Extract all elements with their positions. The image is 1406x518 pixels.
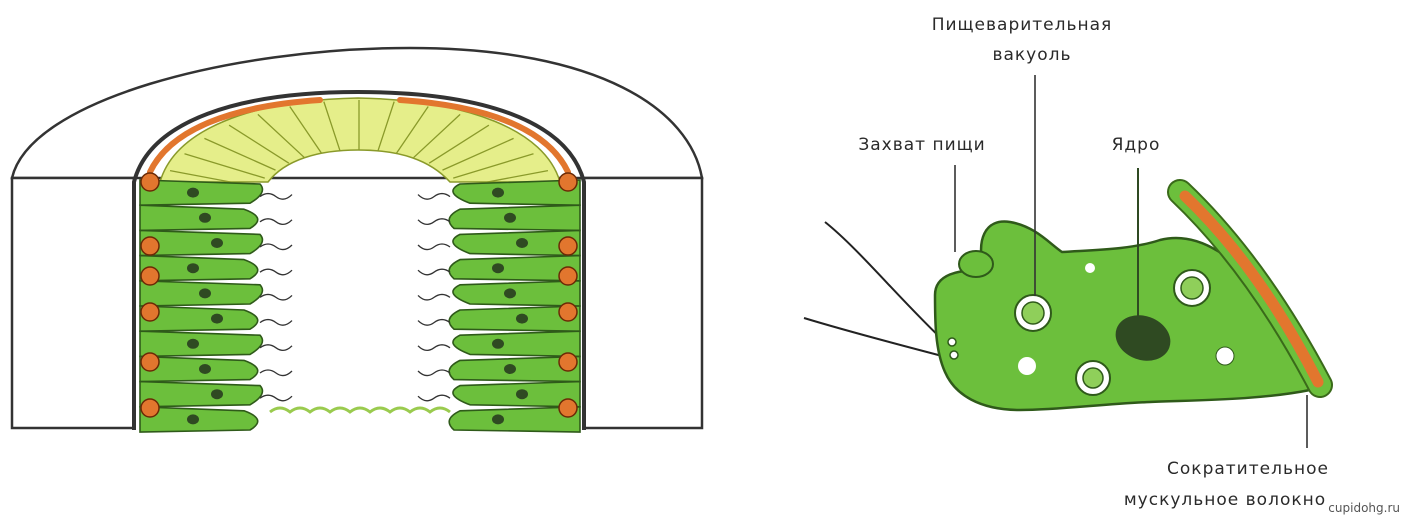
muscle-fiber-cross-section xyxy=(141,303,159,321)
label-vacuole-line1: Пищеварительная xyxy=(932,15,1113,35)
muscle-fiber-cross-section xyxy=(141,237,159,255)
flagellum xyxy=(260,219,292,225)
body-wall-section xyxy=(12,48,702,432)
white-vesicle xyxy=(1085,263,1095,273)
muscle-fiber-cross-section xyxy=(559,173,577,191)
cell-nucleus xyxy=(187,263,199,273)
cell-nucleus xyxy=(516,389,528,399)
captured-food-bud xyxy=(959,251,993,277)
cell-nucleus xyxy=(211,238,223,248)
digestive-vacuole xyxy=(1174,270,1210,306)
epithelial-cell xyxy=(453,281,580,306)
digestive-vacuole xyxy=(1076,361,1110,395)
muscle-fiber-cross-section xyxy=(141,353,159,371)
flagellum xyxy=(418,269,450,275)
flagellum xyxy=(260,294,292,300)
cell-body xyxy=(935,222,1310,410)
flagellum xyxy=(260,244,292,250)
flagellum xyxy=(260,194,292,200)
left-side-block xyxy=(12,178,134,428)
cell-nucleus xyxy=(492,263,504,273)
flagellum xyxy=(260,320,292,326)
cell-nucleus xyxy=(492,339,504,349)
flagellum xyxy=(260,370,292,376)
flagellum-lower xyxy=(804,318,946,357)
cell-nucleus xyxy=(504,213,516,223)
cell-nucleus xyxy=(516,238,528,248)
epithelial-cell xyxy=(140,331,262,356)
muscle-fiber-cross-section xyxy=(141,267,159,285)
digestive-vacuole xyxy=(1015,295,1051,331)
cell-nucleus xyxy=(504,364,516,374)
flagellum xyxy=(418,244,450,250)
epithelial-muscle-cell xyxy=(804,75,1320,448)
right-cell-column xyxy=(418,173,580,432)
cell-nucleus xyxy=(187,339,199,349)
flagellum xyxy=(260,395,292,401)
cell-nucleus xyxy=(211,314,223,324)
cell-nucleus xyxy=(199,364,211,374)
cell-nucleus xyxy=(199,288,211,298)
cell-nucleus xyxy=(187,188,199,198)
flagellum xyxy=(418,294,450,300)
left-cell-column xyxy=(140,173,292,432)
label-contractile-line2: мускульное волокно xyxy=(1124,490,1326,510)
cell-nucleus xyxy=(187,414,199,424)
cell-nucleus xyxy=(516,314,528,324)
flagellum xyxy=(418,320,450,326)
flagellum-upper xyxy=(825,222,948,345)
flagellum xyxy=(418,370,450,376)
cell-nucleus xyxy=(492,414,504,424)
label-contractile-line1: Сократительное xyxy=(1167,459,1329,479)
bubble xyxy=(948,338,956,346)
flagellum xyxy=(418,194,450,200)
label-nucleus: Ядро xyxy=(1112,135,1161,155)
bubble xyxy=(950,351,958,359)
muscle-fiber-cross-section xyxy=(141,173,159,191)
flagellum xyxy=(418,345,450,351)
muscle-fiber-cross-section xyxy=(559,399,577,417)
white-vesicle xyxy=(1216,347,1234,365)
right-side-block xyxy=(584,178,702,428)
flagellum xyxy=(418,219,450,225)
cell-nucleus xyxy=(199,213,211,223)
flagellum xyxy=(260,269,292,275)
epithelial-cell xyxy=(140,205,258,230)
bottom-wavy-membrane xyxy=(270,408,450,412)
watermark: cupidohg.ru xyxy=(1328,501,1400,515)
muscle-fiber-cross-section xyxy=(141,399,159,417)
epithelial-cell xyxy=(453,331,580,356)
cell-nucleus xyxy=(504,288,516,298)
muscle-fiber-cross-section xyxy=(559,353,577,371)
label-vacuole-line2: вакуоль xyxy=(992,45,1071,65)
muscle-fiber-cross-section xyxy=(559,267,577,285)
flagellum xyxy=(260,345,292,351)
cell-nucleus xyxy=(492,188,504,198)
cell-nucleus xyxy=(211,389,223,399)
muscle-fiber-cross-section xyxy=(559,237,577,255)
white-vesicle xyxy=(1018,357,1036,375)
muscle-fiber-cross-section xyxy=(559,303,577,321)
label-capture: Захват пищи xyxy=(858,135,985,155)
flagellum xyxy=(418,395,450,401)
